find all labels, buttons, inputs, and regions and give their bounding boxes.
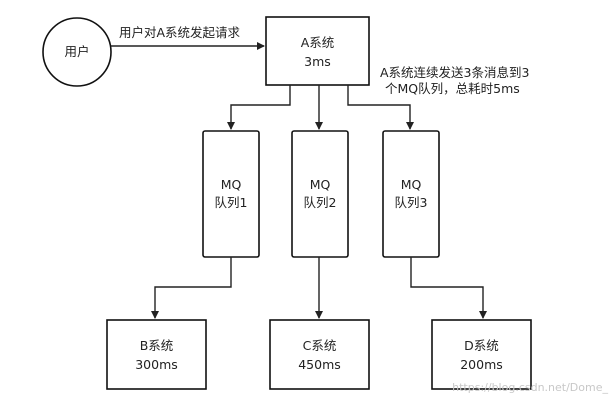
mq2-label: MQ <box>310 177 331 192</box>
mq2-name: 队列2 <box>304 195 337 210</box>
system-d-node: D系统 200ms <box>431 319 532 390</box>
mq3-name: 队列3 <box>395 195 428 210</box>
send-annotation-line1: A系统连续发送3条消息到3 <box>380 65 529 80</box>
system-b-node: B系统 300ms <box>106 319 207 390</box>
user-node: 用户 <box>42 17 112 87</box>
system-c-latency: 450ms <box>298 357 341 372</box>
mq-queue-2: MQ 队列2 <box>291 130 349 258</box>
system-b-name: B系统 <box>140 338 174 353</box>
system-d-name: D系统 <box>464 338 499 353</box>
a-to-mq1-arrow <box>227 85 291 130</box>
mq-queue-3: MQ 队列3 <box>382 130 440 258</box>
system-d-latency: 200ms <box>460 357 503 372</box>
system-a-node: A系统 3ms <box>265 16 370 86</box>
user-label: 用户 <box>64 44 89 59</box>
system-c-name: C系统 <box>303 338 337 353</box>
mq-queue-1: MQ 队列1 <box>202 130 260 258</box>
send-annotation-line2: 个MQ队列，总耗时5ms <box>385 81 520 96</box>
system-c-node: C系统 450ms <box>269 319 370 390</box>
mq1-name: 队列1 <box>215 195 248 210</box>
mq1-to-b-arrow <box>151 257 232 319</box>
watermark: https://blog.csdn.net/Dome_ <box>452 381 608 394</box>
a-to-mq3-arrow <box>347 85 414 130</box>
mq3-to-d-arrow <box>410 257 487 319</box>
request-annotation: 用户对A系统发起请求 <box>119 25 241 40</box>
system-a-latency: 3ms <box>304 54 331 69</box>
mq3-label: MQ <box>401 177 422 192</box>
mq1-label: MQ <box>221 177 242 192</box>
system-b-latency: 300ms <box>135 357 178 372</box>
system-a-name: A系统 <box>301 35 335 50</box>
